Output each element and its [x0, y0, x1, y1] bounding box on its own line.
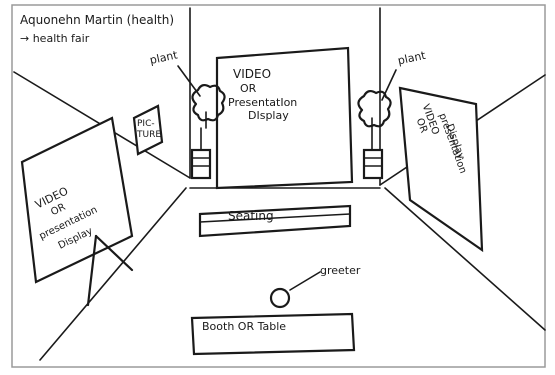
- right-display-label-2: OR: [414, 117, 429, 135]
- picture-label-1: PIC-: [137, 119, 155, 129]
- booth-table: Booth OR Table: [190, 312, 356, 356]
- left-video-display: VIDEO OR presentation Display: [20, 116, 134, 307]
- center-display-label-2: OR: [240, 82, 257, 95]
- greeter-marker: greeter: [269, 264, 361, 309]
- project-subtitle: → health fair: [20, 32, 90, 45]
- greeter-label: greeter: [320, 264, 361, 277]
- picture-frame: PIC- TURE: [132, 104, 164, 156]
- picture-label-2: TURE: [136, 130, 161, 140]
- plant-left-label: plant: [149, 48, 180, 67]
- center-display-label-4: DIsplay: [248, 109, 289, 122]
- plant-right: plant: [357, 49, 428, 180]
- right-video-display: VIDEO OR presentation Display: [398, 86, 484, 253]
- plant-right-label: plant: [397, 49, 428, 68]
- plant-left: plant: [149, 48, 226, 180]
- center-display-label-1: VIDEO: [233, 67, 271, 81]
- paper-frame: [11, 4, 546, 368]
- booth-label: Booth OR Table: [202, 320, 286, 333]
- seating-label: Seating: [228, 209, 274, 223]
- seating-bench: Seating: [198, 204, 352, 238]
- project-title: Aquonehn Martin (health): [20, 13, 174, 27]
- center-display-label-3: PresentatIon: [228, 96, 297, 109]
- center-video-display: VIDEO OR PresentatIon DIsplay: [215, 46, 354, 190]
